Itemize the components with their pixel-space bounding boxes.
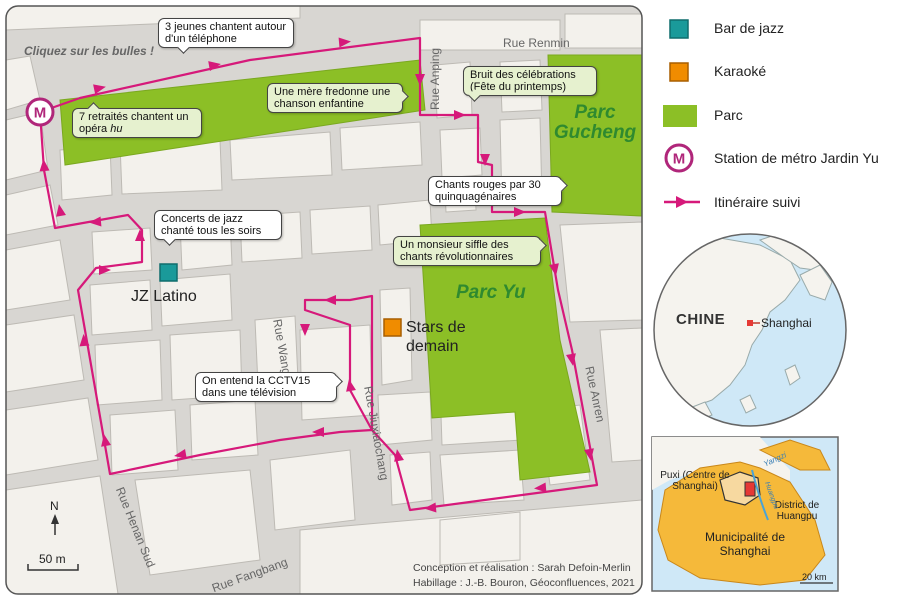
svg-text:M: M bbox=[673, 151, 686, 168]
inset-huangpu-label: District de Huangpu bbox=[774, 500, 820, 522]
scale-label: 50 m bbox=[39, 552, 66, 566]
street-anping: Rue Anping bbox=[428, 47, 442, 110]
legend-swatches: M bbox=[663, 19, 700, 208]
bubble-bruit-text: Bruit des célébrations (Fête du printemp… bbox=[470, 69, 576, 93]
legend-karaoke: Karaoké bbox=[714, 63, 767, 79]
route-arrow bbox=[346, 379, 356, 392]
scale-bar bbox=[27, 514, 79, 571]
route-arrow bbox=[39, 159, 50, 172]
bubble-retraites-text: 7 retraités chantent un opéra bbox=[79, 111, 189, 135]
route-arrow bbox=[480, 154, 490, 166]
park-yu-label: Parc Yu bbox=[456, 282, 526, 303]
bubble-retraites[interactable]: 7 retraités chantent un opéra hu bbox=[72, 102, 202, 138]
stars-de-demain-label[interactable]: Stars de demain bbox=[406, 319, 466, 355]
route-arrow bbox=[208, 61, 221, 71]
route-arrow bbox=[324, 295, 336, 305]
legend-metro: Station de métro Jardin Yu bbox=[714, 150, 879, 166]
route-arrows bbox=[39, 37, 594, 513]
route-arrow bbox=[56, 204, 66, 217]
bubble-chants-rouges-text: Chants rouges par 30 quinquagénaires bbox=[435, 179, 541, 203]
route-arrow bbox=[584, 448, 594, 461]
jazz-bar-marker[interactable] bbox=[159, 263, 178, 282]
globe-locator bbox=[653, 233, 847, 427]
svg-text:M: M bbox=[34, 105, 47, 122]
bubble-monsieur-text: Un monsieur siffle des chants révolution… bbox=[400, 239, 514, 263]
route-arrow bbox=[174, 449, 187, 459]
route-arrow bbox=[89, 216, 102, 227]
route-arrow bbox=[135, 229, 145, 241]
route-arrow bbox=[300, 324, 310, 336]
route-arrow bbox=[394, 449, 404, 462]
route-arrow bbox=[566, 353, 576, 366]
bubble-cctv[interactable]: On entend la CCTV15 dans une télévision bbox=[195, 372, 343, 402]
route-arrow bbox=[338, 37, 351, 48]
credit-line-2: Habillage : J.-B. Bouron, Géoconfluences… bbox=[413, 577, 635, 589]
route-arrow bbox=[93, 84, 106, 95]
route-arrow bbox=[79, 334, 90, 347]
bubble-jeunes[interactable]: 3 jeunes chantent autour d'un téléphone bbox=[158, 18, 294, 54]
globe-country-label: CHINE bbox=[676, 311, 726, 328]
route-arrow bbox=[549, 263, 559, 276]
legend-parc: Parc bbox=[714, 107, 743, 123]
north-label: N bbox=[50, 499, 59, 513]
street-renmin: Rue Renmin bbox=[503, 36, 570, 50]
bubble-bruit[interactable]: Bruit des célébrations (Fête du printemp… bbox=[463, 66, 597, 102]
map-frame bbox=[5, 5, 643, 595]
route-path bbox=[38, 36, 599, 512]
park-gucheng-label: Parc Gucheng bbox=[553, 102, 637, 143]
hint-text: Cliquez sur les bulles ! bbox=[24, 44, 155, 58]
bubble-jazz[interactable]: Concerts de jazz chanté tous les soirs bbox=[154, 210, 282, 246]
legend-route: Itinéraire suivi bbox=[714, 194, 801, 210]
metro-station-jardin-yu[interactable]: M bbox=[25, 97, 55, 127]
inset-puxi-label: Puxi (Centre de Shanghai) bbox=[660, 470, 730, 492]
inset-municipality-label: Municipalité de Shanghai bbox=[704, 530, 786, 558]
legend-jazz-bar: Bar de jazz bbox=[714, 20, 785, 36]
shanghai-inset bbox=[651, 436, 839, 592]
bubble-chants-rouges[interactable]: Chants rouges par 30 quinquagénaires bbox=[428, 176, 568, 206]
bubble-monsieur[interactable]: Un monsieur siffle des chants révolution… bbox=[393, 236, 547, 266]
credit-line-1: Conception et réalisation : Sarah Defoin… bbox=[413, 562, 631, 574]
bubble-mere[interactable]: Une mère fredonne une chanson enfantine bbox=[267, 83, 409, 113]
bubble-mere-text: Une mère fredonne une chanson enfantine bbox=[274, 86, 391, 110]
inset-scale-label: 20 km bbox=[802, 572, 827, 582]
karaoke-marker[interactable] bbox=[383, 318, 402, 337]
route-arrow bbox=[424, 502, 437, 513]
route-arrow bbox=[415, 74, 425, 86]
bubble-retraites-em: hu bbox=[110, 123, 123, 135]
route-arrow bbox=[312, 427, 324, 437]
route-arrow bbox=[454, 110, 466, 120]
route-arrow bbox=[514, 207, 526, 217]
bubble-jazz-text: Concerts de jazz chanté tous les soirs bbox=[161, 213, 262, 237]
jz-latino-label[interactable]: JZ Latino bbox=[131, 288, 197, 305]
route-arrow bbox=[101, 434, 111, 447]
route-arrow bbox=[99, 265, 111, 275]
globe-city-label: Shanghai bbox=[761, 316, 812, 330]
bubble-cctv-text: On entend la CCTV15 dans une télévision bbox=[202, 375, 311, 399]
route-arrow bbox=[534, 482, 547, 493]
